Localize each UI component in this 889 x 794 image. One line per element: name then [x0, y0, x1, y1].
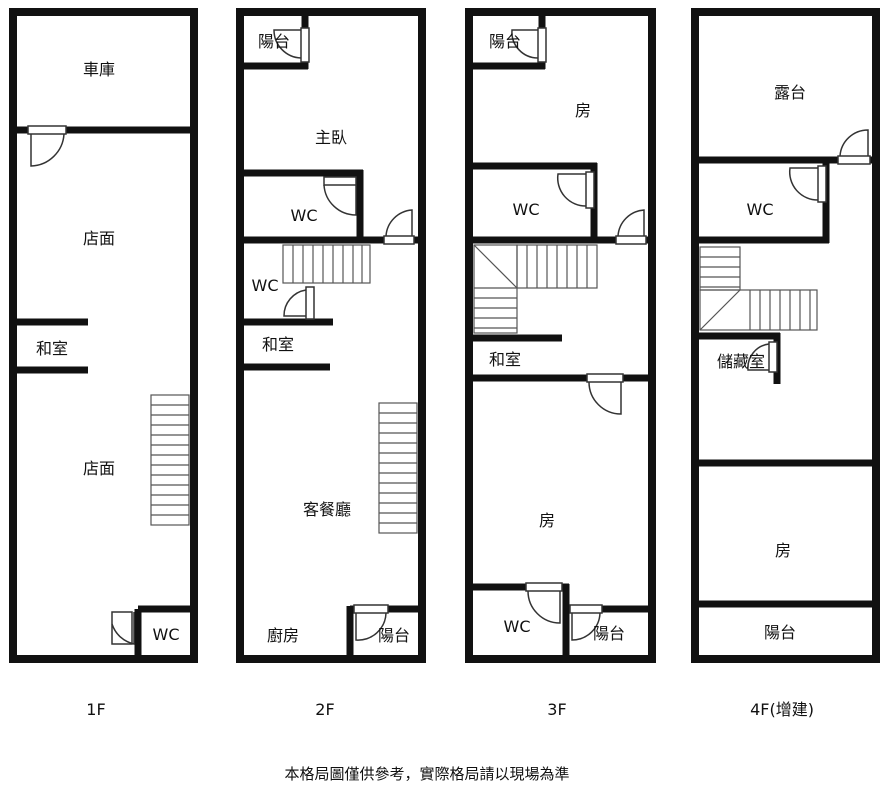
room-label-storage: 儲藏室: [717, 352, 765, 371]
staircase: [699, 246, 818, 331]
room-label-wc: WC: [153, 625, 180, 644]
room-label-tatami: 和室: [262, 335, 294, 354]
room-label-balcony-top: 陽台: [489, 32, 521, 51]
room-label-terrace: 露台: [774, 83, 806, 102]
doors: [511, 27, 647, 641]
room-label-kitchen: 廚房: [267, 626, 299, 645]
doors: [747, 129, 871, 373]
room-label-balcony-bottom: 陽台: [378, 626, 410, 645]
floor-3f-plan: 陽台 房 WC 和室 房 WC 陽台 3F: [465, 8, 656, 719]
walls: [236, 8, 426, 663]
disclaimer-note: 本格局圖僅供參考，實際格局請以現場為準: [284, 765, 569, 783]
interior-walls: [695, 156, 876, 608]
room-label-wc-upper: WC: [513, 200, 540, 219]
floor-2f-plan: 陽台 主臥 WC WC 和室 客餐廳 廚房 陽台 2F: [236, 8, 426, 719]
floor-label-4f: 4F(增建): [750, 700, 814, 719]
room-label-shop-lower: 店面: [83, 459, 115, 478]
floor-label-2f: 2F: [315, 700, 334, 719]
interior-walls: [469, 12, 652, 659]
floor-4f-plan: 露台 WC 儲藏室 房 陽台 4F(增建): [691, 8, 880, 719]
staircase: [150, 394, 190, 526]
room-label-tatami: 和室: [36, 339, 68, 358]
room-label-shop-upper: 店面: [83, 229, 115, 248]
room-label-living-dining: 客餐廳: [303, 500, 351, 519]
room-label-balcony-bottom: 陽台: [593, 624, 625, 643]
room-label-balcony-top: 陽台: [258, 32, 290, 51]
room-label-wc-lower: WC: [252, 276, 279, 295]
room-label-wc-lower: WC: [504, 617, 531, 636]
room-label-tatami: 和室: [489, 350, 521, 369]
room-label-wc-upper: WC: [291, 206, 318, 225]
room-label-room: 房: [775, 541, 791, 560]
room-label-master-bedroom: 主臥: [315, 128, 347, 147]
floor-label-3f: 3F: [547, 700, 566, 719]
room-label-room-upper: 房: [575, 101, 591, 120]
walls: [9, 8, 198, 663]
room-label-wc: WC: [747, 200, 774, 219]
staircase: [473, 244, 598, 334]
floor-label-1f: 1F: [86, 700, 105, 719]
room-label-balcony: 陽台: [764, 623, 796, 642]
doors: [27, 125, 135, 645]
room-label-room-lower: 房: [539, 511, 555, 530]
room-label-garage: 車庫: [83, 60, 115, 79]
doors: [273, 27, 415, 641]
staircase: [282, 244, 418, 534]
floor-1f-plan: 車庫 店面 和室 店面 WC 1F: [9, 8, 198, 719]
